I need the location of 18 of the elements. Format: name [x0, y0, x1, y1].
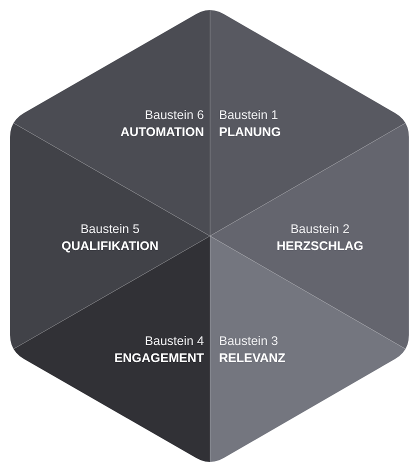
hexagon-segment: [210, 235, 406, 462]
segment-number: Baustein 5: [80, 221, 140, 238]
segment-title: ENGAGEMENT: [114, 350, 204, 367]
segment-number: Baustein 1: [219, 107, 278, 124]
segment-number: Baustein 2: [290, 221, 350, 238]
segment-number: Baustein 3: [219, 333, 278, 350]
segment-title: QUALIFIKATION: [62, 238, 158, 255]
segment-title: AUTOMATION: [120, 124, 204, 141]
segment-title: RELEVANZ: [219, 350, 286, 367]
hexagon-segment: [210, 10, 406, 237]
hexagon-segment: [13, 10, 210, 237]
segment-number: Baustein 4: [144, 333, 204, 350]
hexagon-segment: [209, 122, 409, 350]
segment-title: HERZSCHLAG: [276, 238, 364, 255]
segment-number: Baustein 6: [144, 107, 204, 124]
hexagon-segment: [13, 235, 210, 462]
segment-title: PLANUNG: [219, 124, 281, 141]
hexagon-segment: [10, 122, 211, 350]
